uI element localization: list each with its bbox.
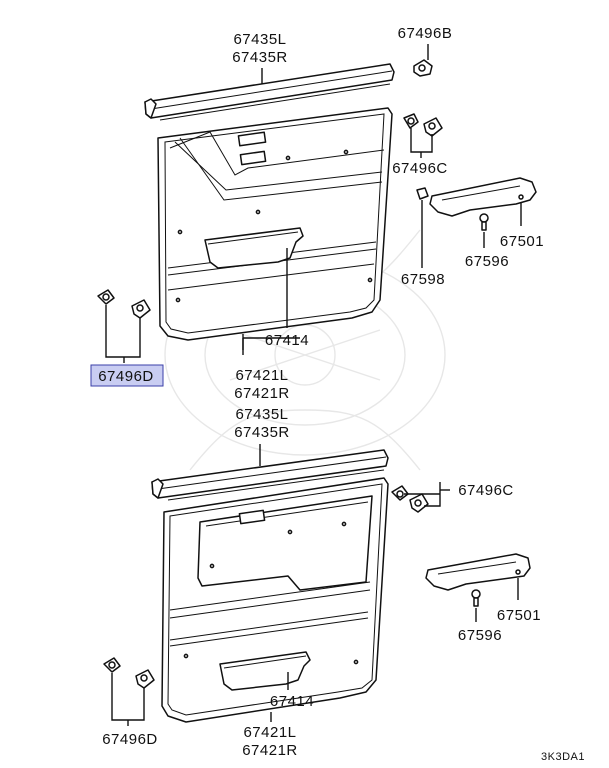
upper-grip-screw-icon bbox=[479, 213, 489, 231]
upper-grip bbox=[429, 177, 537, 217]
label-lower-trim-r: 67421R bbox=[242, 742, 298, 759]
clip-c-icon bbox=[403, 113, 443, 137]
label-lower-grip: 67501 bbox=[497, 607, 541, 624]
label-lower-pocket: 67414 bbox=[270, 693, 314, 710]
label-upper-pocket: 67414 bbox=[265, 332, 309, 349]
lower-clip-c-icon bbox=[391, 485, 429, 513]
label-upper-clip-d[interactable]: 67496D bbox=[98, 368, 154, 385]
cover-icon bbox=[416, 187, 429, 200]
label-upper-trim-l: 67421L bbox=[235, 367, 288, 384]
label-upper-weatherstrip-l: 67435L bbox=[233, 31, 286, 48]
clip-b-icon bbox=[413, 59, 433, 77]
label-upper-grip-screw: 67596 bbox=[465, 253, 509, 270]
label-upper-grip: 67501 bbox=[500, 233, 544, 250]
label-cover: 67598 bbox=[401, 271, 445, 288]
highlight-clip-d bbox=[90, 364, 164, 387]
label-upper-trim-r: 67421R bbox=[234, 385, 290, 402]
label-clip-b: 67496B bbox=[398, 25, 453, 42]
lower-weatherstrip bbox=[151, 449, 389, 501]
label-lower-grip-screw: 67596 bbox=[458, 627, 502, 644]
upper-assembly: 67435L 67435R 67496B bbox=[90, 25, 544, 402]
upper-weatherstrip bbox=[144, 63, 395, 121]
label-lower-weatherstrip-r: 67435R bbox=[234, 424, 290, 441]
lower-assembly: 67435L 67435R 67414 67421L 67421R bbox=[102, 406, 585, 763]
diagram-code: 3K3DA1 bbox=[541, 751, 585, 763]
lower-door-trim-panel bbox=[161, 477, 389, 723]
label-lower-trim-l: 67421L bbox=[243, 724, 296, 741]
lower-clip-d-icon bbox=[103, 657, 155, 689]
label-lower-clip-c: 67496C bbox=[458, 482, 514, 499]
label-upper-clip-c: 67496C bbox=[392, 160, 448, 177]
label-lower-clip-d: 67496D bbox=[102, 731, 158, 748]
clip-d-icon bbox=[97, 289, 151, 319]
lower-grip bbox=[425, 553, 531, 591]
upper-door-trim-panel bbox=[157, 107, 393, 341]
lower-grip-screw-icon bbox=[471, 589, 481, 607]
label-upper-weatherstrip-r: 67435R bbox=[232, 49, 288, 66]
label-lower-weatherstrip-l: 67435L bbox=[235, 406, 288, 423]
